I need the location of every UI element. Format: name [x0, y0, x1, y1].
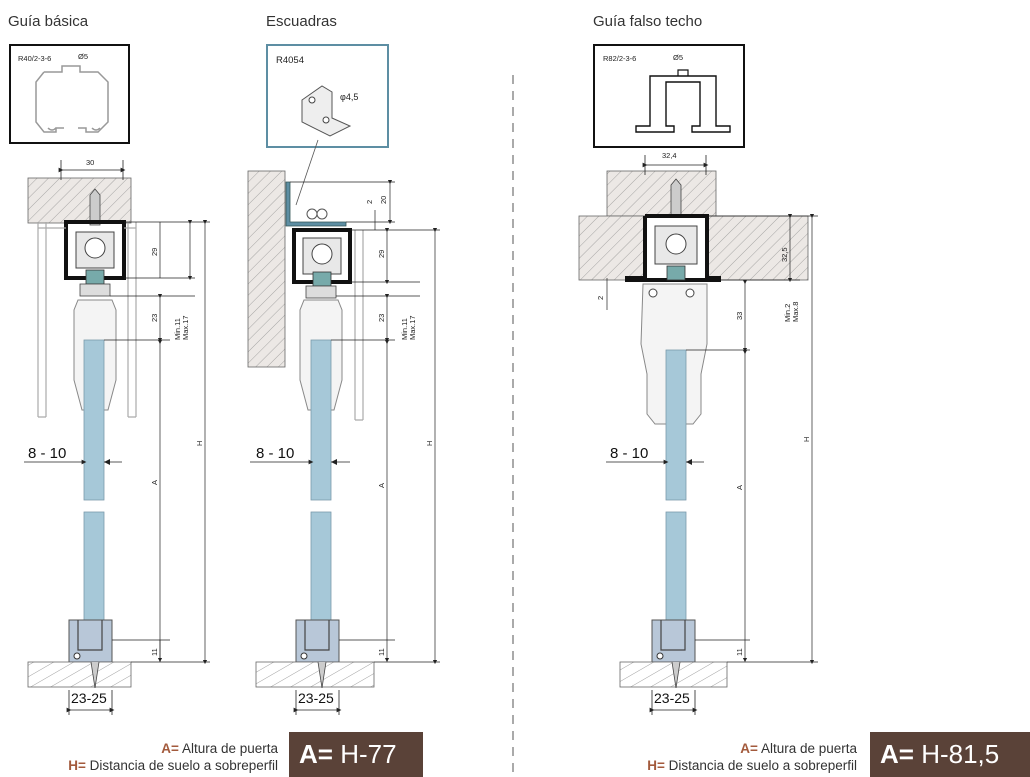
basic-title: Guía básica — [8, 13, 89, 30]
bracket-wall — [247, 170, 286, 368]
basic-profile-box: R40/2-3-6 Ø5 — [9, 44, 130, 144]
bracket-dim-A: A — [377, 483, 386, 488]
bracket-dim-H: H — [425, 441, 434, 446]
bracket-dim-29: 29 — [377, 250, 386, 258]
basic-glass-top — [83, 339, 105, 501]
ceiling-dim-H: H — [802, 437, 811, 442]
basic-dim-23: 23 — [150, 314, 159, 322]
basic-ceiling-block — [27, 177, 132, 224]
legend-right-h-text: Distancia de suelo a sobreperfil — [668, 758, 857, 773]
ceiling-dim-33: 33 — [735, 312, 744, 320]
formula-right: A= H-81,5 — [870, 732, 1030, 777]
basic-hole-dim: Ø5 — [78, 52, 88, 61]
brackets-title: Escuadras — [266, 13, 337, 30]
ceiling-top-block — [606, 170, 717, 217]
bracket-glass-dim: 8 - 10 — [256, 445, 294, 462]
legend-right-a-key: A= — [740, 741, 758, 756]
legend-left-a-key: A= — [161, 741, 179, 756]
ceiling-bottom-dim: 23-25 — [654, 690, 690, 706]
ceiling-glass-dim: 8 - 10 — [610, 445, 648, 462]
ceiling-profile-code: R82/2-3-6 — [603, 54, 636, 63]
basic-dim-11: 11 — [150, 648, 159, 656]
bracket-dim-20: 20 — [379, 196, 388, 204]
ceiling-dim-A: A — [735, 485, 744, 490]
bracket-box: R4054 φ4,5 — [266, 44, 389, 206]
basic-profile-code: R40/2-3-6 — [18, 54, 51, 63]
basic-dim-29: 29 — [150, 248, 159, 256]
formula-right-value: H-81,5 — [921, 739, 1000, 769]
ceiling-dim-32-5: 32,5 — [780, 247, 789, 262]
legend-right: A= Altura de puerta H= Distancia de suel… — [557, 740, 857, 774]
legend-left-a-text: Altura de puerta — [181, 741, 278, 756]
ceiling-profile-box: R82/2-3-6 Ø5 — [593, 44, 745, 148]
ceiling-title: Guía falso techo — [593, 13, 703, 30]
basic-dim-max: Max.17 — [181, 315, 190, 340]
ceiling-hole-dim: Ø5 — [673, 53, 683, 62]
ceiling-width-dim: 32,4 — [662, 151, 677, 160]
ceiling-dim-min: Min.2 — [783, 304, 792, 322]
bracket-bottom-dim: 23-25 — [298, 690, 334, 706]
bracket-floor — [255, 661, 375, 688]
formula-left: A= H-77 — [289, 732, 423, 777]
legend-right-h-key: H= — [647, 758, 665, 773]
bracket-glass-top — [310, 339, 332, 501]
ceiling-dim-max: Max.8 — [791, 302, 800, 322]
basic-floor — [27, 661, 132, 688]
bracket-hole-dim: φ4,5 — [340, 92, 358, 102]
basic-dim-A: A — [150, 480, 159, 485]
bracket-dim-max: Max.17 — [408, 315, 417, 340]
bracket-dim-23: 23 — [377, 314, 386, 322]
formula-left-key: A= — [299, 739, 333, 769]
basic-bottom-dim: 23-25 — [71, 690, 107, 706]
basic-width-dim: 30 — [86, 158, 94, 167]
legend-left: A= Altura de puerta H= Distancia de suel… — [0, 740, 278, 774]
bracket-dim-11: 11 — [377, 648, 386, 656]
bracket-code: R4054 — [276, 55, 304, 66]
basic-glass-dim: 8 - 10 — [28, 445, 66, 462]
basic-dim-H: H — [195, 441, 204, 446]
formula-left-value: H-77 — [340, 739, 397, 769]
ceiling-dim-2: 2 — [596, 296, 605, 300]
bracket-dim-min: Min.11 — [400, 318, 409, 340]
ceiling-dim-11: 11 — [735, 648, 744, 656]
legend-left-h-key: H= — [68, 758, 86, 773]
legend-right-a-text: Altura de puerta — [760, 741, 857, 756]
formula-right-key: A= — [880, 739, 914, 769]
bracket-dim-2: 2 — [365, 200, 374, 204]
basic-dim-min: Min.11 — [173, 318, 182, 340]
ceiling-glass-top — [665, 349, 687, 501]
legend-left-h-text: Distancia de suelo a sobreperfil — [89, 758, 278, 773]
